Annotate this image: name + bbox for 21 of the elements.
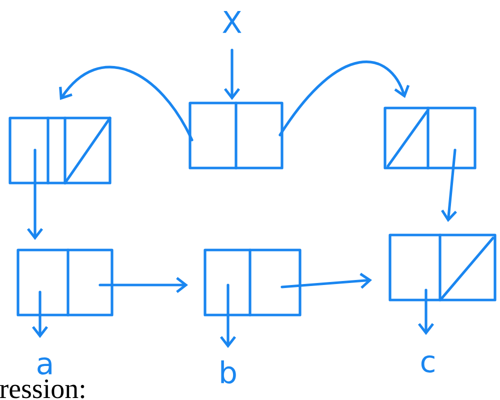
letter-label: a [38,357,52,375]
arrow [98,276,188,294]
list-cell [16,248,114,316]
list-cell [388,234,496,302]
text-fragment: ression: [0,379,84,398]
list-cell [8,116,112,184]
list-cell [188,102,284,170]
arrow [278,60,410,136]
arrow [224,48,240,100]
letter-label: X [222,11,242,33]
arrow [26,148,44,240]
list-cell [204,248,302,316]
list-cell [384,106,476,170]
arrow [441,148,457,222]
arrow [418,288,434,335]
arrow [59,66,194,142]
arrow [280,272,372,289]
arrow [220,284,236,348]
letter-label: c [421,355,434,373]
arrow [32,290,48,338]
letter-label: b [221,360,236,384]
